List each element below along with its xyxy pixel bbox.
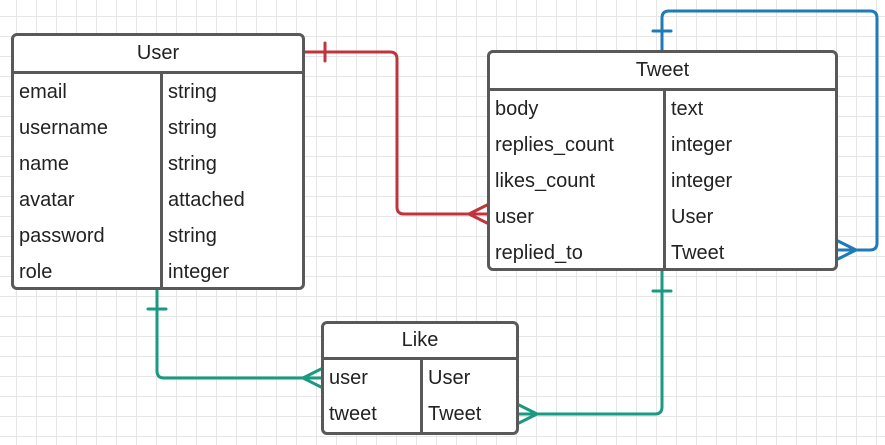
field-type: integer xyxy=(168,261,230,283)
field-row-password[interactable]: password string xyxy=(14,218,302,254)
tweet-self-reply-many-marker xyxy=(836,239,858,261)
field-type: attached xyxy=(168,189,245,211)
field-row-replied-to[interactable]: replied_to Tweet xyxy=(490,235,835,268)
field-type: Tweet xyxy=(671,242,725,264)
tweet-like-many-marker xyxy=(517,403,539,425)
field-name: body xyxy=(495,98,539,120)
field-type: string xyxy=(168,225,217,247)
user-like-line xyxy=(155,288,323,380)
field-row-avatar[interactable]: avatar attached xyxy=(14,182,302,218)
user-like-relationship[interactable] xyxy=(146,288,323,389)
entity-title: Like xyxy=(324,324,516,360)
entity-title: Tweet xyxy=(490,53,835,91)
field-name: tweet xyxy=(329,403,377,425)
column-divider xyxy=(160,74,163,287)
field-row-username[interactable]: username string xyxy=(14,110,302,146)
field-type: integer xyxy=(671,134,733,156)
entity-title: User xyxy=(14,36,302,74)
tweet-like-line xyxy=(517,269,664,416)
user-tweet-many-marker xyxy=(467,203,489,225)
entity-like[interactable]: Like user User tweet Tweet xyxy=(321,321,519,435)
entity-fields: email string username string name string… xyxy=(14,74,302,287)
field-name: replies_count xyxy=(495,134,614,156)
field-row-user[interactable]: user User xyxy=(490,199,835,235)
field-name: user xyxy=(495,206,534,228)
user-tweet-line xyxy=(303,50,489,216)
entity-tweet[interactable]: Tweet body text replies_count integer li… xyxy=(487,50,838,271)
field-row-replies-count[interactable]: replies_count integer xyxy=(490,127,835,163)
entity-user[interactable]: User email string username string name s… xyxy=(11,33,305,290)
field-type: User xyxy=(671,206,714,228)
field-row-likes-count[interactable]: likes_count integer xyxy=(490,163,835,199)
field-name: password xyxy=(19,225,105,247)
field-row-user[interactable]: user User xyxy=(324,360,516,396)
entity-fields: user User tweet Tweet xyxy=(324,360,516,432)
field-name: likes_count xyxy=(495,170,596,192)
column-divider xyxy=(663,91,666,268)
field-name: role xyxy=(19,261,53,283)
field-name: replied_to xyxy=(495,242,583,264)
field-row-role[interactable]: role integer xyxy=(14,254,302,287)
field-type: integer xyxy=(671,170,733,192)
field-name: avatar xyxy=(19,189,75,211)
column-divider xyxy=(420,360,423,432)
field-name: user xyxy=(329,367,368,389)
field-row-tweet[interactable]: tweet Tweet xyxy=(324,396,516,432)
field-row-name[interactable]: name string xyxy=(14,146,302,182)
field-type: text xyxy=(671,98,704,120)
field-type: User xyxy=(428,367,471,389)
tweet-like-relationship[interactable] xyxy=(517,269,673,425)
field-name: email xyxy=(19,81,67,103)
field-name: username xyxy=(19,117,108,139)
field-type: string xyxy=(168,81,217,103)
field-type: string xyxy=(168,117,217,139)
user-tweet-relationship[interactable] xyxy=(303,41,489,225)
user-like-many-marker xyxy=(301,367,323,389)
entity-fields: body text replies_count integer likes_co… xyxy=(490,91,835,268)
field-type: Tweet xyxy=(428,403,482,425)
field-type: string xyxy=(168,153,217,175)
field-row-body[interactable]: body text xyxy=(490,91,835,127)
field-row-email[interactable]: email string xyxy=(14,74,302,110)
field-name: name xyxy=(19,153,70,175)
